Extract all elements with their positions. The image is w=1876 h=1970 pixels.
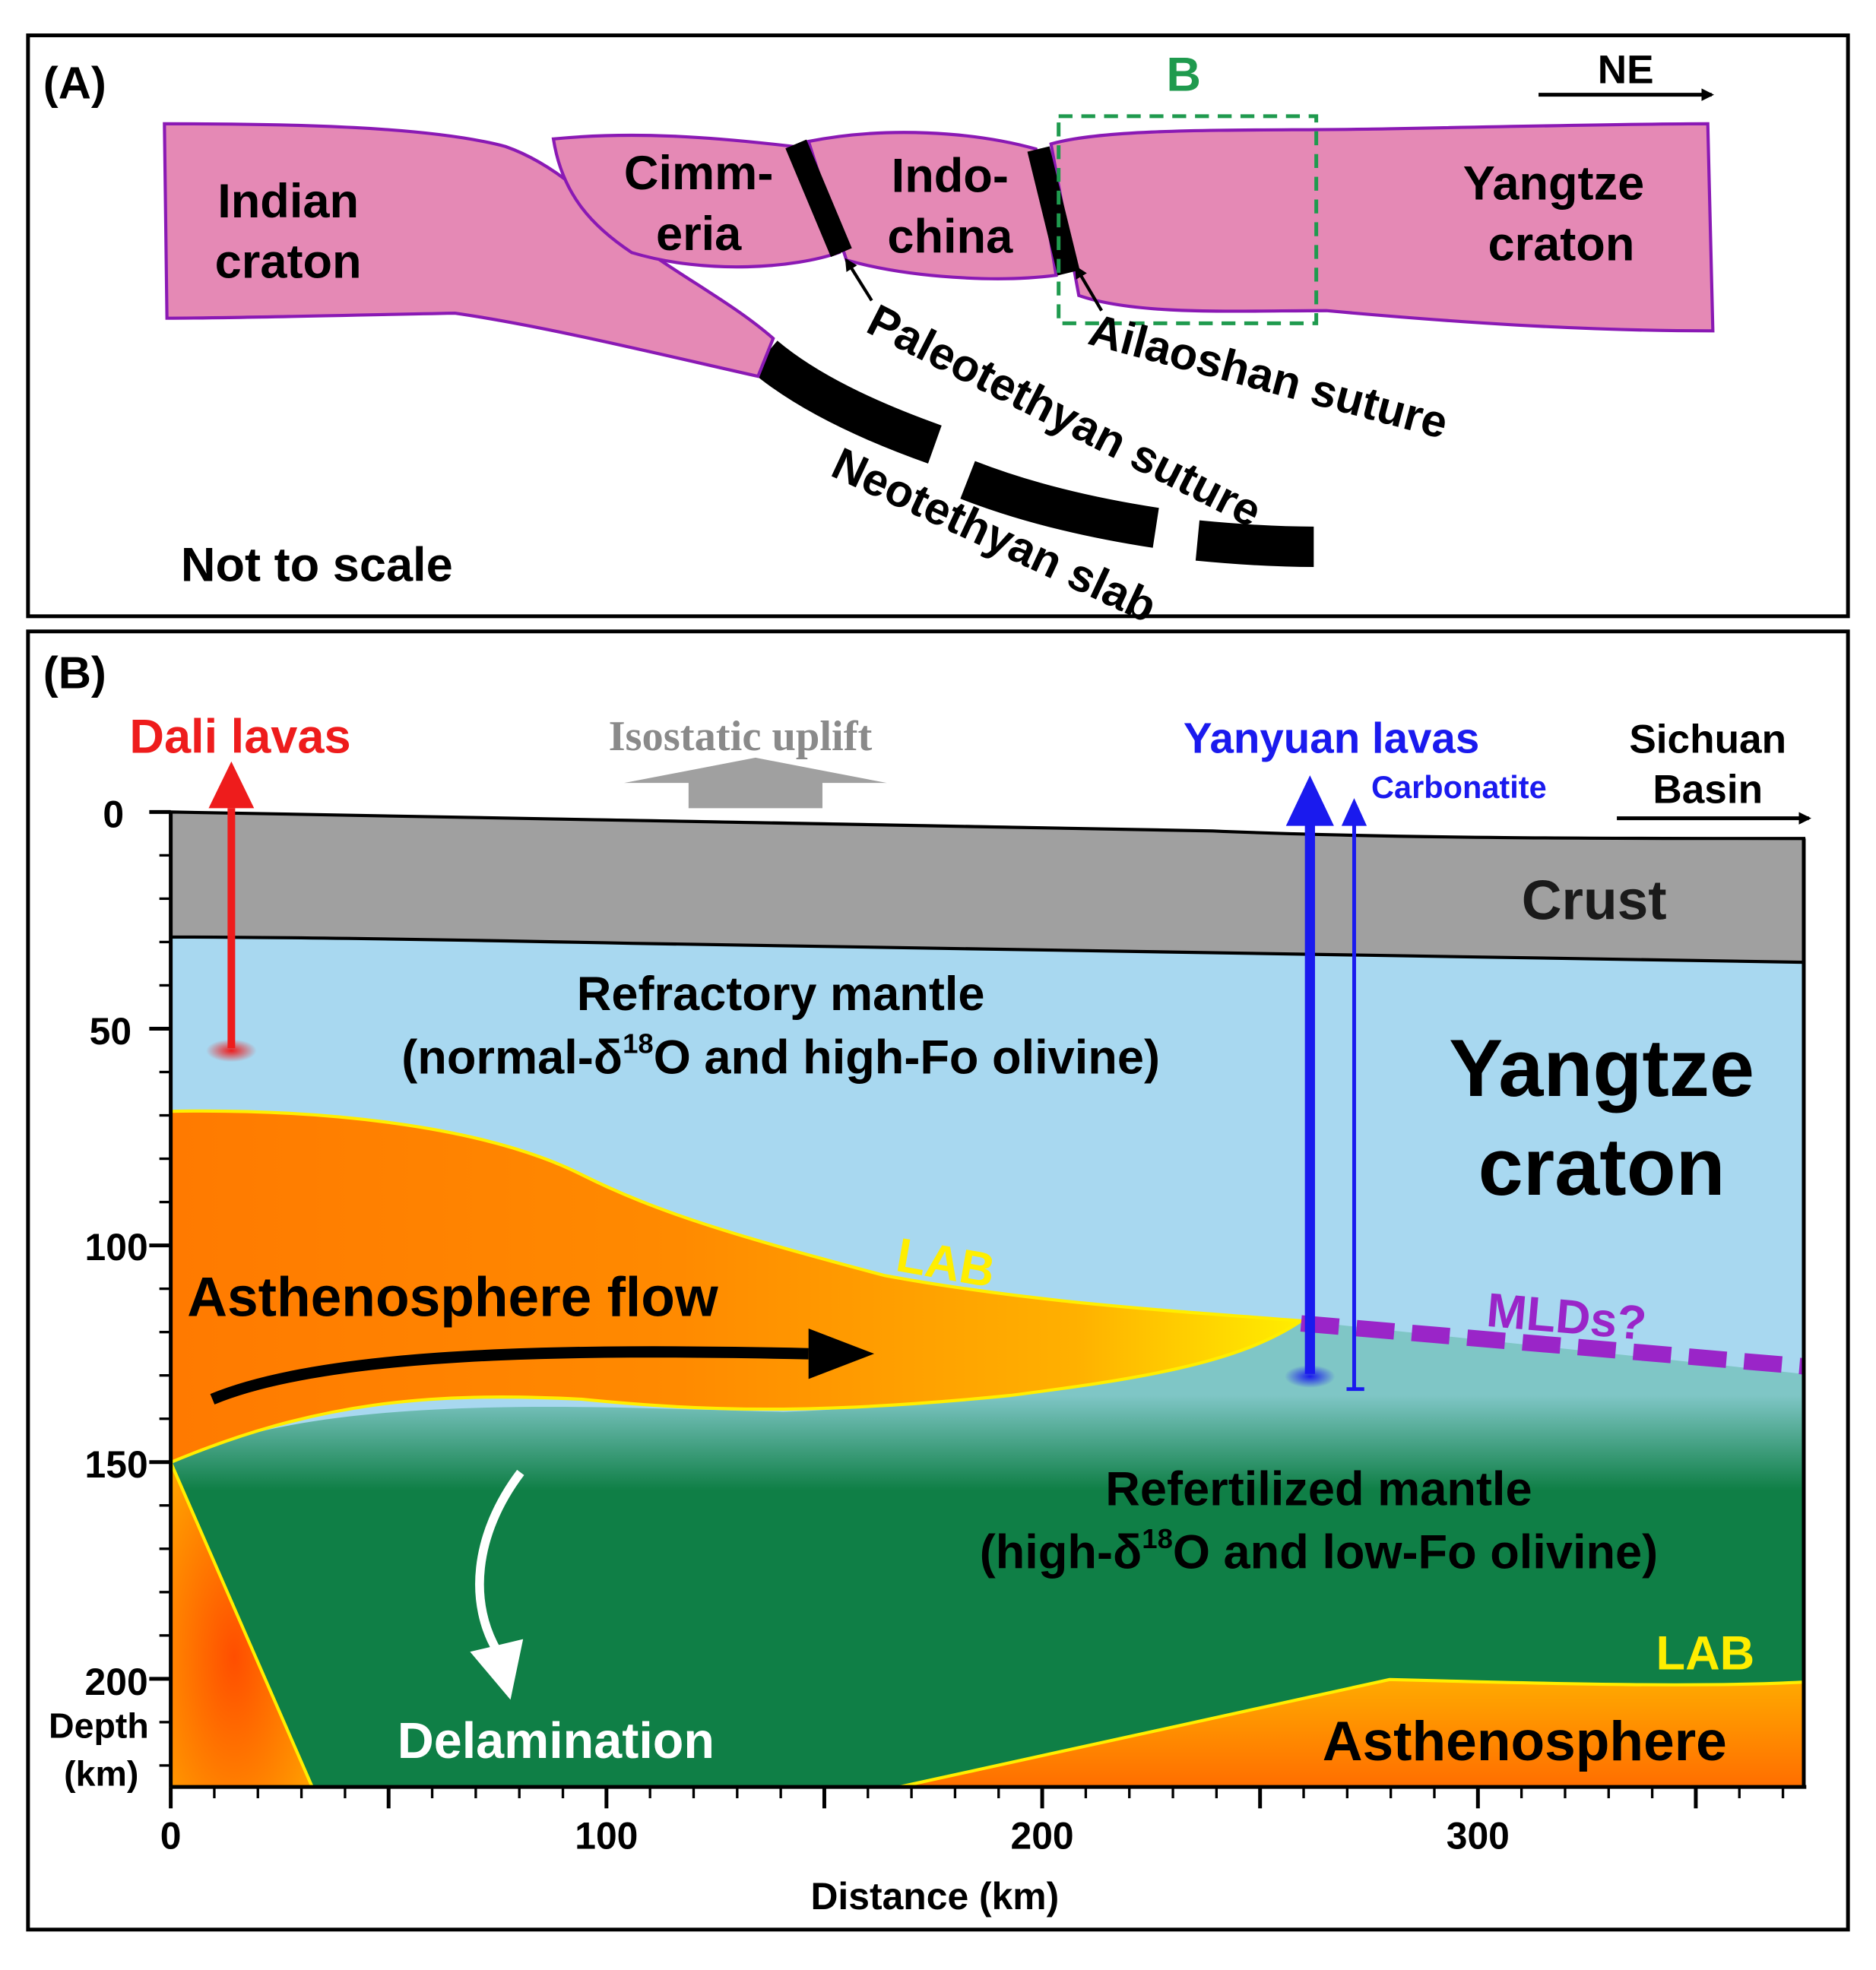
y-tick-label-50: 50 bbox=[90, 1010, 132, 1053]
paleotethyan-pointer bbox=[845, 258, 873, 302]
indian-craton-block bbox=[163, 122, 775, 378]
scale-note: Not to scale bbox=[181, 538, 453, 591]
b-box-label: B bbox=[1166, 49, 1201, 102]
yangtze-craton-block-a bbox=[1049, 122, 1715, 333]
dali-source-glow bbox=[206, 1039, 257, 1063]
yanyuan-source-glow bbox=[1285, 1365, 1336, 1389]
refertilized-label-2-post: O and low-Fo olivine) bbox=[1173, 1526, 1658, 1579]
sichuan-basin-label-2: Basin bbox=[1653, 768, 1763, 812]
carbonatite-arrowhead bbox=[1341, 798, 1367, 826]
asthenosphere-bottom bbox=[898, 1677, 1806, 1789]
asthenosphere-flow-arrow bbox=[210, 1346, 809, 1405]
refertilized-mantle-layer bbox=[170, 1320, 1804, 1788]
x-tick-label-0: 0 bbox=[160, 1814, 182, 1857]
yangtze-craton-label-b-1: Yangtze bbox=[1449, 1023, 1754, 1113]
y-axis-label-2: (km) bbox=[64, 1753, 138, 1793]
refertilized-label-2-sup: 18 bbox=[1142, 1523, 1173, 1554]
panel-b-label: (B) bbox=[43, 648, 106, 698]
dali-lavas-arrowhead bbox=[208, 761, 255, 809]
x-tick-label-300: 300 bbox=[1447, 1814, 1510, 1857]
dali-lavas-label: Dali lavas bbox=[129, 710, 350, 763]
neotethyan-slab-shape bbox=[751, 340, 1314, 568]
refractory-label-2-post: O and high-Fo olivine) bbox=[654, 1031, 1160, 1084]
yangtze-craton-label-1: Yangtze bbox=[1463, 157, 1645, 211]
panel-a: (A) B NE Indian craton Cimm- eria bbox=[26, 33, 1850, 632]
indian-craton-label-1: Indian bbox=[217, 175, 359, 228]
lab-lower-label: LAB bbox=[1656, 1627, 1755, 1680]
refractory-label-2-sup: 18 bbox=[623, 1028, 654, 1059]
refertilized-mantle-label-2: (high-δ18O and low-Fo olivine) bbox=[980, 1523, 1658, 1579]
delamination-arrow bbox=[475, 1469, 524, 1657]
delamination-label: Delamination bbox=[398, 1713, 715, 1769]
y-tick-label-200: 200 bbox=[85, 1661, 148, 1703]
indian-craton-label-2: craton bbox=[215, 236, 362, 289]
yanyuan-lavas-arrowhead bbox=[1285, 775, 1334, 826]
cimmeria-block bbox=[551, 133, 841, 269]
x-tick-label-200: 200 bbox=[1011, 1814, 1074, 1857]
y-tick-label-0: 0 bbox=[103, 793, 124, 835]
panel-b-location-box bbox=[1057, 114, 1319, 325]
direction-label: NE bbox=[1598, 48, 1654, 93]
yanyuan-lavas-label: Yanyuan lavas bbox=[1184, 714, 1479, 762]
refertilized-mantle-label-1: Refertilized mantle bbox=[1105, 1463, 1532, 1516]
isostatic-uplift-label: Isostatic uplift bbox=[609, 713, 873, 760]
refractory-mantle-label-1: Refractory mantle bbox=[577, 968, 985, 1021]
ailaoshan-pointer bbox=[1075, 265, 1103, 312]
isostatic-uplift-arrow bbox=[624, 757, 887, 809]
sichuan-basin-label-1: Sichuan bbox=[1629, 717, 1786, 762]
crust-label: Crust bbox=[1522, 870, 1667, 932]
refractory-label-2-pre: (normal-δ bbox=[401, 1031, 623, 1084]
y-axis-label-1: Depth bbox=[49, 1706, 149, 1745]
asthenosphere-flow-arrowhead bbox=[808, 1328, 875, 1379]
axis-ticks bbox=[149, 809, 1785, 1809]
y-tick-label-100: 100 bbox=[85, 1226, 148, 1268]
cimmeria-label-1: Cimm- bbox=[624, 147, 773, 200]
indochina-label-2: china bbox=[887, 210, 1013, 263]
asthenosphere-label: Asthenosphere bbox=[1323, 1711, 1727, 1772]
delamination-arrowhead bbox=[470, 1639, 524, 1700]
mlds-line bbox=[1300, 1315, 1805, 1375]
ailaoshan-suture-shape bbox=[1027, 146, 1080, 276]
yangtze-craton-label-2: craton bbox=[1488, 217, 1635, 271]
paleotethyan-suture-shape bbox=[785, 139, 852, 258]
x-tick-label-100: 100 bbox=[575, 1814, 638, 1857]
panel-a-label: (A) bbox=[43, 58, 106, 109]
panel-b: (B) Dali lavas Isostatic uplift Yanyuan … bbox=[26, 629, 1850, 1932]
indochina-label-1: Indo- bbox=[892, 150, 1009, 203]
refertilized-label-2-pre: (high-δ bbox=[980, 1526, 1142, 1579]
refractory-mantle-label-2: (normal-δ18O and high-Fo olivine) bbox=[401, 1028, 1160, 1085]
y-tick-label-150: 150 bbox=[85, 1443, 148, 1486]
asthenosphere-flow-channel bbox=[169, 1109, 1306, 1465]
asthenosphere-flow-label: Asthenosphere flow bbox=[187, 1266, 718, 1328]
carbonatite-label: Carbonatite bbox=[1371, 769, 1547, 805]
cimmeria-label-2: eria bbox=[656, 207, 742, 261]
yangtze-craton-label-b-2: craton bbox=[1478, 1122, 1725, 1212]
x-axis-label: Distance (km) bbox=[810, 1875, 1059, 1918]
